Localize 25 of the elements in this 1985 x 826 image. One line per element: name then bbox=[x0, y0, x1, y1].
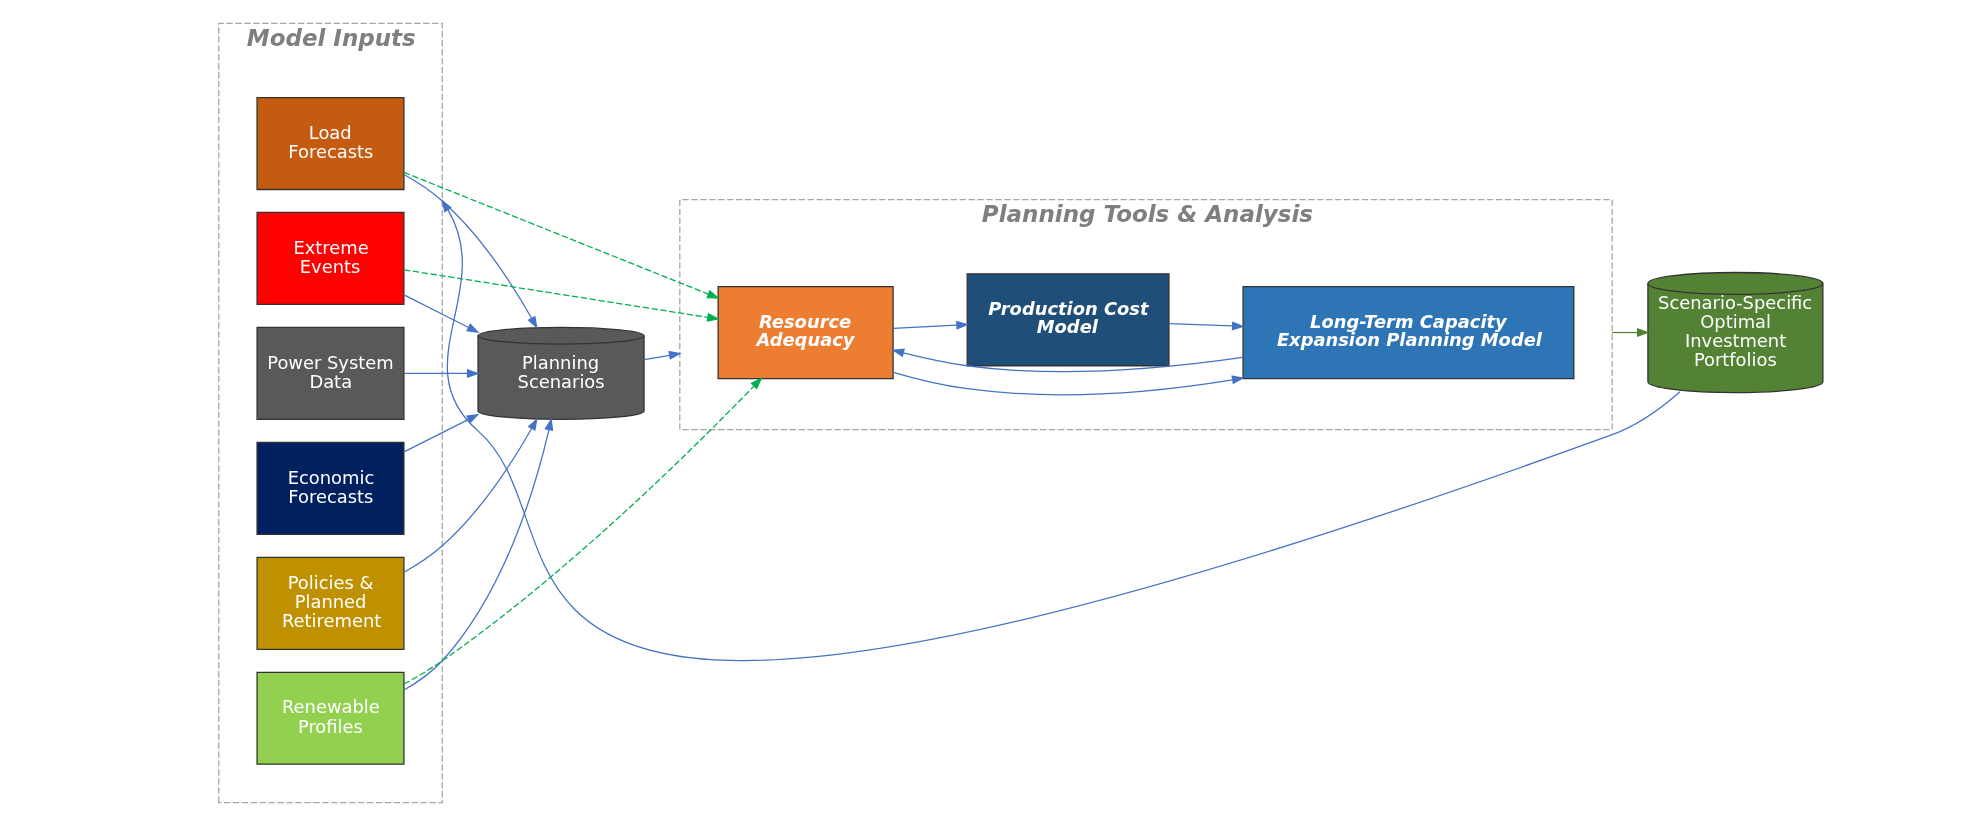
node-box: Long-Term Capacity Expansion Planning Model bbox=[1242, 285, 1575, 380]
arrow bbox=[892, 320, 970, 330]
arrow bbox=[403, 269, 720, 322]
arrow bbox=[441, 199, 1681, 660]
node-box: Load Forecasts bbox=[256, 96, 405, 191]
arrow bbox=[403, 171, 720, 299]
arrow bbox=[403, 417, 554, 691]
arrow bbox=[403, 173, 538, 330]
arrow bbox=[403, 417, 538, 573]
arrow bbox=[403, 377, 763, 685]
node-box: Power System Data bbox=[256, 326, 405, 421]
node-box: Economic Forecasts bbox=[256, 441, 405, 535]
node-box: Renewable Profiles bbox=[256, 671, 405, 765]
arrow bbox=[892, 371, 1245, 396]
node-box: Extreme Events bbox=[256, 211, 405, 306]
node-box: Resource Adequacy bbox=[717, 285, 894, 380]
node-box: Production Cost Model bbox=[966, 273, 1170, 367]
arrow bbox=[1611, 328, 1650, 337]
arrow bbox=[1168, 321, 1245, 331]
arrow bbox=[403, 368, 480, 378]
arrow bbox=[403, 294, 480, 333]
arrow bbox=[403, 413, 480, 453]
node-box: Policies & Planned Retirement bbox=[256, 556, 405, 650]
arrow bbox=[891, 348, 1244, 373]
arrow bbox=[643, 350, 682, 361]
